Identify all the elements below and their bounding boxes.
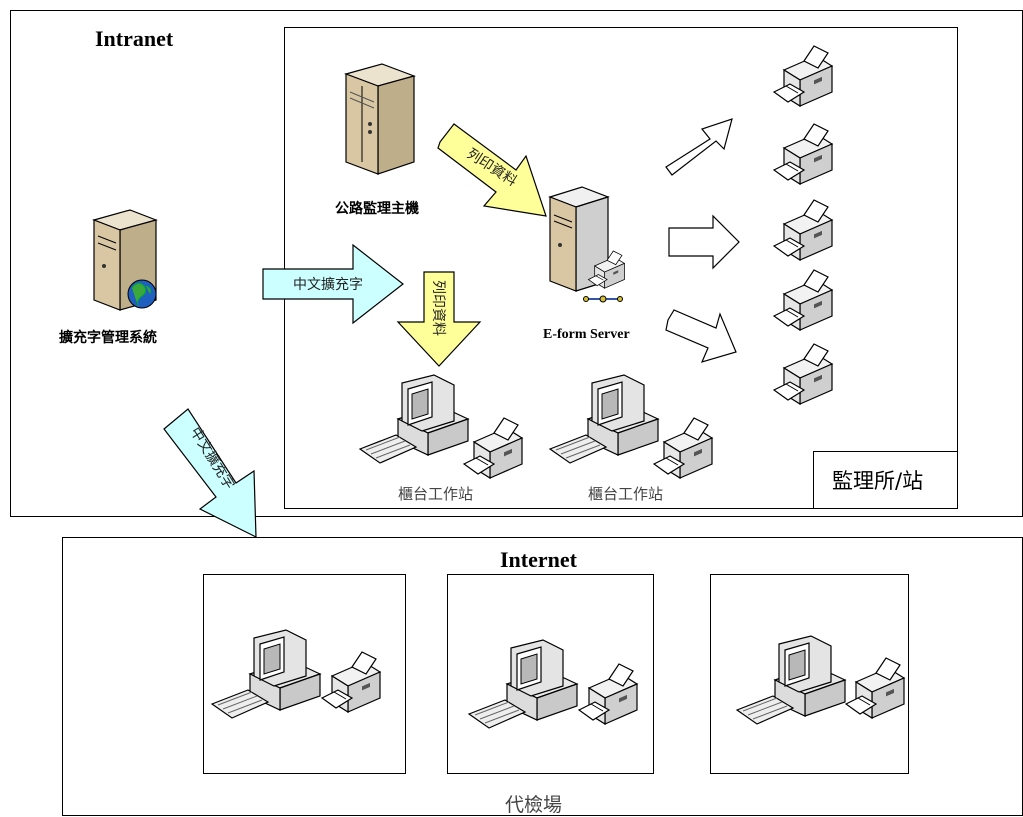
ext-char-system-label: 擴充字管理系統 bbox=[59, 330, 157, 346]
printer-icon bbox=[773, 123, 833, 185]
output-arrow-up bbox=[665, 118, 733, 176]
ext-chars-label-1: 中文擴充字 bbox=[293, 276, 363, 293]
counter-workstation-label-1: 櫃台工作站 bbox=[398, 485, 474, 503]
workstation-icon bbox=[211, 629, 321, 719]
eform-server-icon bbox=[548, 186, 625, 303]
print-data-arrow-1: 列印資料 bbox=[437, 123, 547, 217]
eform-server-label: E-form Server bbox=[543, 327, 630, 342]
print-data-arrow-2: 列印資料 bbox=[396, 271, 482, 367]
output-arrow-right bbox=[668, 214, 740, 270]
printer-icon bbox=[773, 199, 833, 261]
workstation-icon bbox=[468, 639, 578, 729]
agency-label: 代檢場 bbox=[505, 794, 563, 816]
station-corner-box bbox=[813, 451, 958, 509]
workstation-icon bbox=[736, 635, 846, 725]
printer-icon bbox=[321, 651, 381, 713]
printer-icon bbox=[773, 343, 833, 405]
ext-char-server-icon bbox=[92, 209, 158, 311]
mainframe-label: 公路監理主機 bbox=[335, 201, 419, 217]
printer-icon bbox=[845, 657, 905, 719]
print-data-label-2: 列印資料 bbox=[430, 280, 446, 336]
mainframe-server-icon bbox=[344, 63, 416, 175]
ext-chars-arrow-2: 中文擴充字 bbox=[163, 408, 257, 538]
ext-chars-arrow-1: 中文擴充字 bbox=[262, 243, 404, 325]
intranet-title: Intranet bbox=[95, 26, 174, 51]
printer-icon bbox=[773, 45, 833, 107]
workstation-icon bbox=[549, 374, 659, 464]
internet-title: Internet bbox=[500, 547, 577, 572]
printer-icon bbox=[773, 269, 833, 331]
output-arrow-down bbox=[665, 309, 737, 363]
printer-icon bbox=[463, 417, 523, 479]
station-corner-label: 監理所/站 bbox=[832, 469, 924, 493]
workstation-icon bbox=[359, 374, 469, 464]
printer-icon bbox=[578, 663, 638, 725]
counter-workstation-label-2: 櫃台工作站 bbox=[588, 485, 664, 503]
printer-icon bbox=[653, 417, 713, 479]
